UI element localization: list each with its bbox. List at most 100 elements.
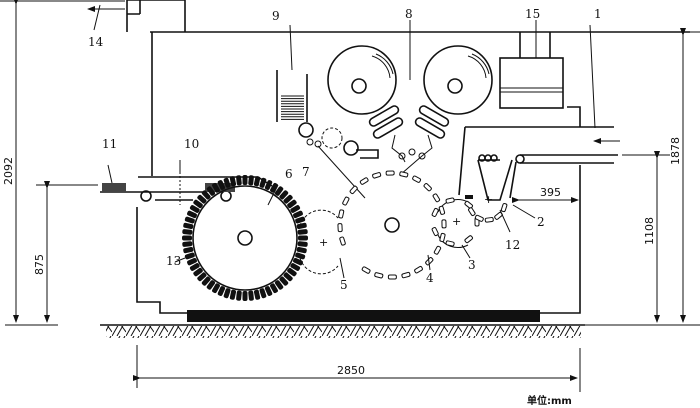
wheel-4-slot [372, 172, 382, 179]
wheel-3-slot [445, 240, 455, 247]
wheel-13-slot [293, 210, 303, 219]
wheel-13-slot [183, 222, 194, 230]
unit-note: 单位:mm [527, 394, 572, 407]
film-reels-8 [327, 45, 493, 176]
wheel-13-slot [187, 210, 197, 219]
wheel-13-slot [223, 177, 231, 188]
wheel-13-slot [184, 216, 195, 224]
wheel-3-slot [431, 227, 439, 237]
wheel-4-slot [342, 196, 350, 206]
wheel-2-slot [500, 203, 508, 213]
leader-lines [93, 4, 596, 279]
label-11: 11 [102, 137, 117, 151]
wheel-13-slot [287, 267, 297, 277]
wheel-13-hub [237, 230, 253, 246]
label-4: 4 [426, 271, 434, 285]
wheel-13-slot [298, 235, 308, 241]
wheel-13-slot [201, 190, 211, 200]
wheel-13-slot [270, 283, 278, 294]
wheel-13-slot [197, 194, 207, 204]
dim-2850: 2850 [337, 364, 365, 377]
label-13: 13 [166, 254, 181, 268]
wheel-13-slot [187, 257, 197, 266]
wheel-13-slot [293, 257, 303, 266]
wheel-13-slot [295, 252, 306, 260]
wheel-4-slot [359, 177, 369, 185]
wheel-13-slot [193, 267, 203, 277]
label-10: 10 [184, 137, 199, 151]
wheel-13-slot [184, 252, 195, 260]
wheel-4-slot [414, 266, 423, 274]
dimension-lines [0, 0, 700, 392]
wheel-13-slot [242, 291, 248, 301]
wheel-4-slot [423, 183, 432, 192]
label-9: 9 [272, 9, 280, 23]
wheel-4-slot [387, 274, 397, 280]
wheel-13-slot [297, 229, 308, 235]
wheels: +++ [182, 170, 508, 301]
wheel-4-slot [438, 205, 446, 215]
wheel-2-slot [474, 214, 484, 222]
wheel-13-slot [197, 272, 207, 282]
svg-text:+: + [319, 236, 328, 249]
wheel-13-slot [182, 229, 193, 235]
dim-1878: 1878 [669, 137, 682, 165]
wheel-13-slot [182, 235, 192, 241]
wheel-13-slot [283, 272, 293, 282]
dim-875: 875 [33, 254, 46, 275]
wheel-2-slot [468, 207, 476, 217]
wheel-13-slot [283, 194, 293, 204]
label-8: 8 [405, 7, 413, 21]
wheel-13-slot [296, 222, 307, 230]
wheel-13-slot [264, 180, 273, 190]
wheel-13-slot [253, 289, 261, 300]
wheel-4-slot [439, 232, 446, 243]
wheel-13-slot [296, 246, 307, 254]
label-6: 6 [285, 167, 293, 181]
wheel-4-slot [337, 223, 343, 233]
wheel-13 [192, 185, 298, 291]
wheel-13-slot [295, 216, 306, 224]
label-12: 12 [505, 238, 520, 252]
wheel-13-slot [248, 175, 254, 186]
label-3: 3 [468, 258, 476, 272]
wheel-4-slot [433, 245, 442, 255]
wheel-13-slot [193, 199, 203, 209]
wheel-13-slot [236, 175, 242, 186]
label-5: 5 [340, 278, 348, 292]
wheel-13-slot [236, 290, 242, 301]
wheel-2-slot [484, 217, 494, 223]
wheel-3-slot [464, 235, 473, 244]
base-plate [187, 310, 540, 322]
wheel-13-slot [287, 199, 297, 209]
wheel-13-slot [279, 276, 289, 286]
unit-15 [499, 32, 581, 127]
ground-hatch [106, 326, 581, 338]
wheel-13-slot [217, 286, 226, 296]
wheel-4-slot [374, 272, 384, 279]
dim-1108: 1108 [643, 217, 656, 245]
wheel-13-slot [259, 177, 267, 188]
wheel-13-slot [212, 182, 220, 193]
wheel-4-slot [412, 175, 422, 183]
label-14: 14 [88, 35, 104, 49]
wheel-13-slot [297, 241, 308, 247]
wheel-4-slot [361, 266, 371, 274]
wheel-13-slot [206, 280, 216, 290]
wheel-13-slot [229, 176, 237, 187]
label-2: 2 [537, 215, 545, 229]
stack-11 [102, 183, 126, 192]
wheel-13-slot [248, 290, 254, 301]
wheel-4-slot [401, 271, 411, 279]
wheel-13-slot [290, 205, 301, 213]
wheel-3-slot [445, 197, 455, 204]
wheel-4-slot [399, 171, 409, 178]
wheel-3-slot [464, 200, 473, 209]
wheel-13-slot [217, 180, 226, 190]
wheel-4-slot [385, 170, 395, 176]
wheel-13-slot [279, 190, 289, 200]
wheel-13-slot [253, 176, 261, 187]
label-1: 1 [594, 7, 602, 21]
wheel-4-slot [432, 193, 441, 203]
